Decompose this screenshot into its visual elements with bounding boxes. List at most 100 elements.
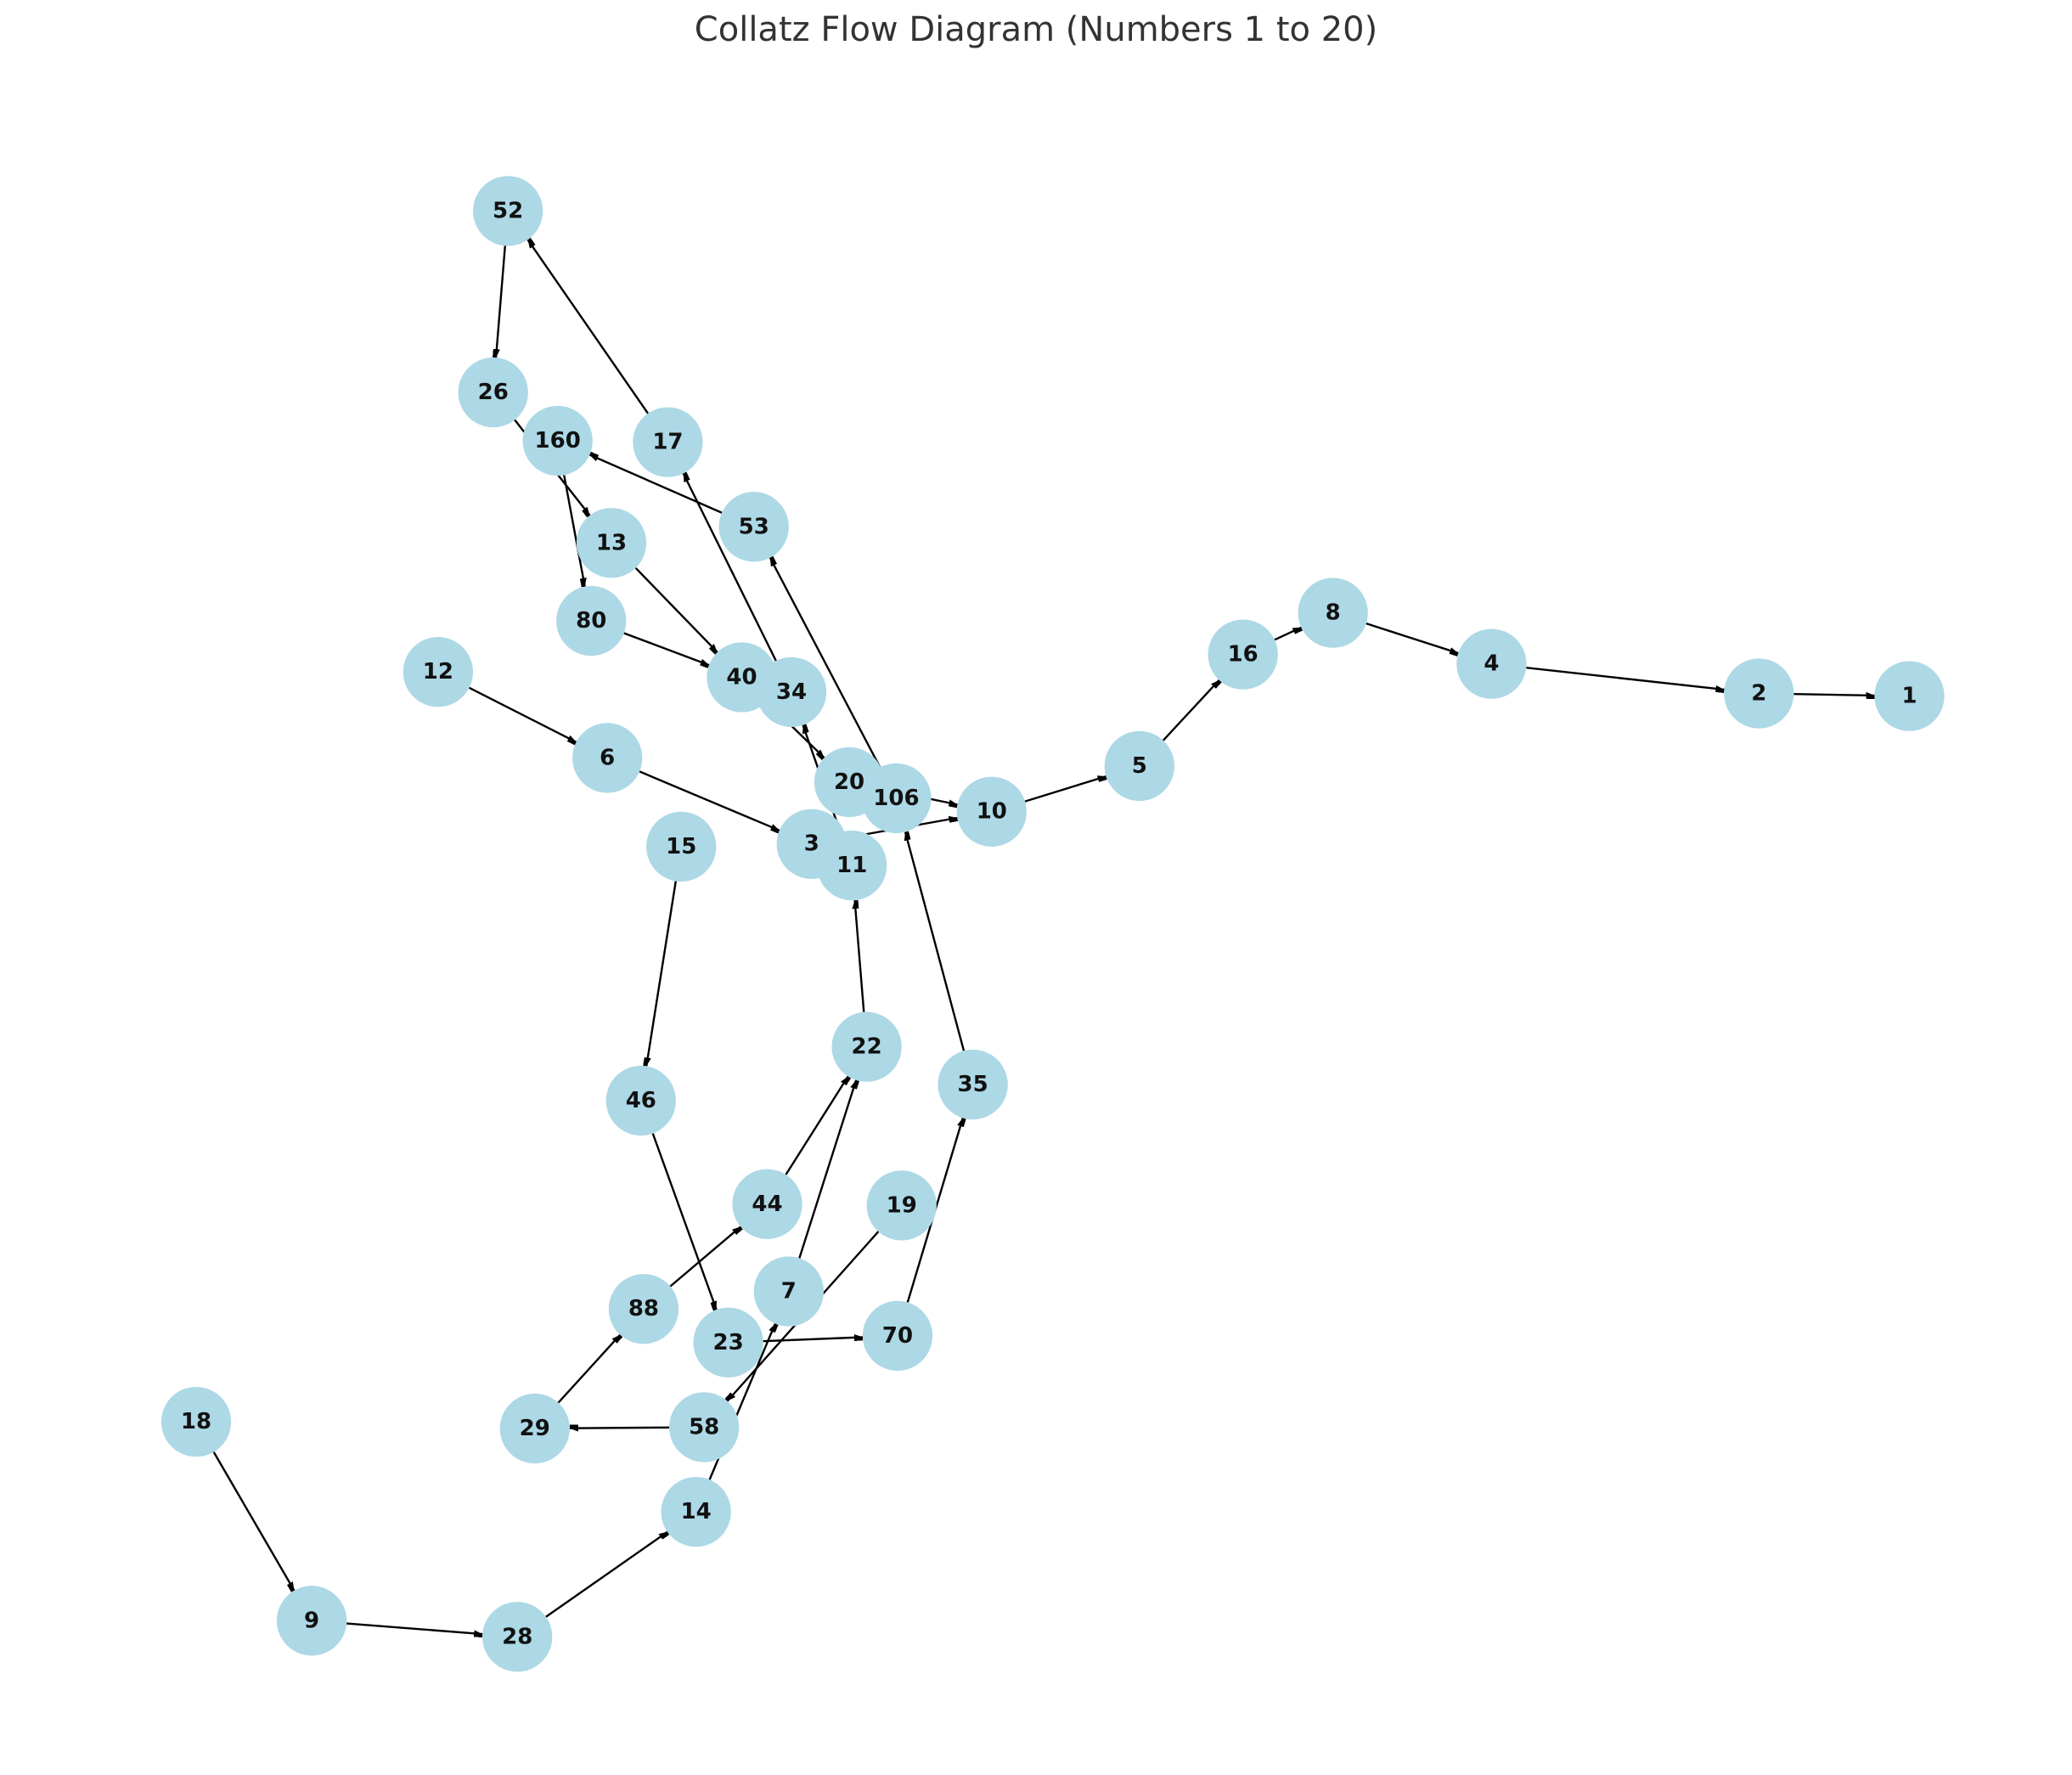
node-28: 28 — [482, 1602, 553, 1672]
node-circle — [646, 811, 717, 882]
node-label: 14 — [681, 1499, 712, 1524]
edge-22-to-11 — [855, 900, 865, 1012]
edge-18-to-9 — [212, 1451, 295, 1591]
node-2: 2 — [1724, 658, 1794, 729]
node-circle — [276, 1586, 347, 1656]
node-10: 10 — [956, 776, 1027, 847]
node-label: 29 — [520, 1416, 550, 1441]
node-circle — [576, 508, 647, 578]
node-circle — [1456, 628, 1527, 699]
node-label: 18 — [181, 1409, 211, 1434]
node-label: 6 — [600, 745, 615, 770]
edge-46-to-23 — [651, 1133, 718, 1310]
edge-15-to-46 — [646, 881, 677, 1067]
node-circle — [160, 1386, 232, 1457]
node-label: 19 — [887, 1192, 917, 1218]
node-circle — [1298, 578, 1368, 648]
node-34: 34 — [756, 656, 827, 728]
node-22: 22 — [831, 1011, 902, 1082]
edge-106-to-53 — [770, 558, 881, 769]
edge-9-to-28 — [346, 1622, 482, 1635]
edge-80-to-40 — [623, 632, 709, 665]
node-26: 26 — [458, 357, 528, 428]
node-label: 106 — [873, 786, 919, 811]
edge-12-to-6 — [468, 686, 577, 742]
edge-35-to-106 — [905, 832, 966, 1051]
edge-13-to-40 — [634, 566, 718, 652]
edge-6-to-3 — [639, 770, 780, 830]
node-circle — [633, 407, 703, 477]
diagram-title: Collatz Flow Diagram (Numbers 1 to 20) — [694, 10, 1378, 49]
node-1: 1 — [1874, 661, 1945, 731]
node-label: 8 — [1326, 600, 1341, 626]
node-label: 11 — [836, 853, 867, 878]
node-label: 7 — [781, 1279, 797, 1304]
node-9: 9 — [276, 1586, 347, 1656]
edge-8-to-4 — [1365, 623, 1458, 653]
edge-88-to-44 — [669, 1226, 740, 1288]
node-14: 14 — [661, 1477, 731, 1547]
node-circle — [817, 830, 887, 901]
node-circle — [693, 1307, 763, 1378]
edge-52-to-26 — [496, 245, 506, 358]
node-88: 88 — [608, 1274, 679, 1344]
node-70: 70 — [862, 1300, 933, 1372]
node-label: 35 — [958, 1072, 988, 1097]
node-circle — [861, 763, 932, 834]
node-label: 46 — [626, 1088, 656, 1113]
node-23: 23 — [693, 1307, 763, 1378]
node-circle — [556, 585, 627, 656]
node-11: 11 — [817, 830, 887, 901]
node-4: 4 — [1456, 628, 1527, 699]
node-label: 10 — [977, 799, 1007, 825]
node-15: 15 — [646, 811, 717, 882]
node-label: 40 — [726, 665, 757, 690]
edge-16-to-8 — [1274, 626, 1301, 641]
node-circle — [572, 723, 643, 793]
node-6: 6 — [572, 723, 643, 793]
node-circle — [1208, 619, 1278, 690]
node-44: 44 — [732, 1169, 802, 1239]
node-13: 13 — [576, 508, 647, 578]
edge-29-to-88 — [557, 1335, 620, 1404]
node-label: 52 — [493, 198, 523, 223]
edge-2-to-1 — [1793, 694, 1874, 696]
node-circle — [866, 1170, 937, 1241]
node-circle — [608, 1274, 679, 1344]
node-label: 15 — [666, 834, 696, 859]
edges-layer — [212, 239, 1875, 1635]
node-circle — [956, 776, 1027, 847]
node-label: 13 — [596, 530, 627, 555]
node-label: 22 — [852, 1034, 882, 1060]
node-label: 88 — [628, 1296, 659, 1321]
node-circle — [1724, 658, 1794, 729]
edge-10-to-5 — [1024, 775, 1106, 803]
node-19: 19 — [866, 1170, 937, 1241]
node-circle — [472, 176, 543, 246]
node-circle — [1874, 661, 1945, 731]
node-52: 52 — [472, 176, 543, 246]
node-160: 160 — [522, 405, 593, 476]
node-label: 58 — [689, 1414, 719, 1440]
node-label: 20 — [834, 769, 864, 795]
node-circle — [1104, 730, 1174, 802]
edge-160-to-80 — [563, 475, 584, 586]
node-label: 3 — [804, 831, 819, 857]
edge-7-to-22 — [798, 1080, 856, 1259]
node-label: 12 — [423, 659, 453, 685]
node-circle — [862, 1300, 933, 1372]
node-12: 12 — [403, 637, 473, 707]
node-35: 35 — [937, 1049, 1008, 1120]
node-5: 5 — [1104, 730, 1174, 802]
node-circle — [482, 1602, 553, 1672]
edge-44-to-22 — [785, 1076, 848, 1175]
node-16: 16 — [1208, 619, 1278, 690]
node-circle — [403, 637, 473, 707]
edge-17-to-52 — [528, 239, 650, 414]
node-label: 2 — [1751, 680, 1766, 706]
node-circle — [753, 1256, 824, 1327]
node-label: 34 — [776, 679, 807, 705]
node-label: 23 — [713, 1330, 744, 1355]
node-80: 80 — [556, 585, 627, 656]
node-label: 53 — [739, 514, 769, 539]
